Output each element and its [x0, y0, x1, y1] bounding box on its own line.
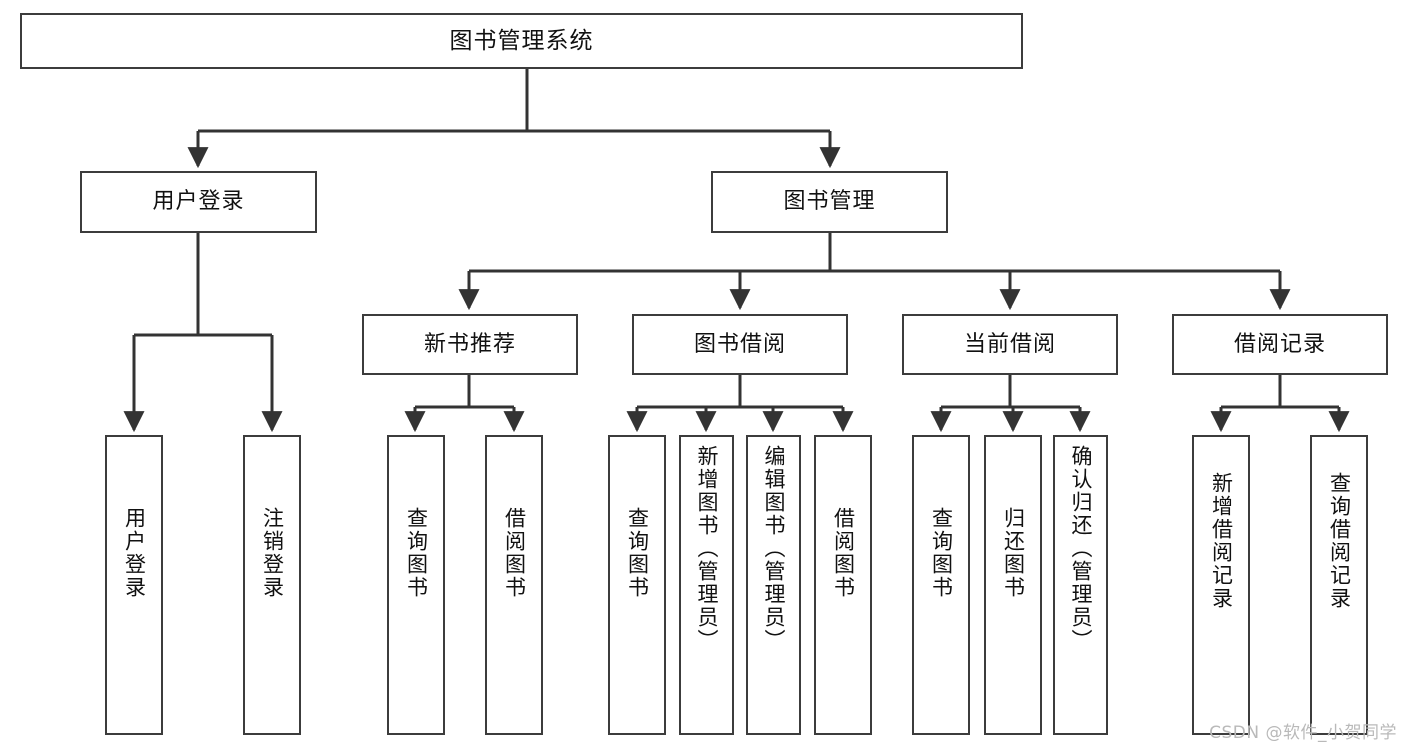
node-leaf-add-book-admin-label: 新增图书（管理员）	[695, 445, 720, 652]
node-user-login[interactable]: 用户登录	[80, 171, 317, 233]
node-leaf-borrow-book-rec[interactable]: 借阅图书	[485, 435, 543, 735]
node-leaf-edit-book-admin[interactable]: 编辑图书（管理员）	[746, 435, 801, 735]
node-leaf-query-book-borrow[interactable]: 查询图书	[608, 435, 666, 735]
node-leaf-query-book-rec-label: 查询图书	[404, 507, 429, 599]
node-leaf-add-book-admin[interactable]: 新增图书（管理员）	[679, 435, 734, 735]
node-leaf-logout[interactable]: 注销登录	[243, 435, 301, 735]
node-leaf-add-borrow-record-label: 新增借阅记录	[1209, 472, 1234, 610]
node-user-login-label: 用户登录	[152, 189, 245, 215]
node-leaf-query-book-borrow-label: 查询图书	[625, 507, 650, 599]
node-leaf-confirm-return-admin[interactable]: 确认归还（管理员）	[1053, 435, 1108, 735]
node-leaf-user-login-label: 用户登录	[122, 507, 147, 599]
node-root[interactable]: 图书管理系统	[20, 13, 1023, 69]
node-current-borrow-label: 当前借阅	[963, 331, 1056, 357]
node-new-book-recommend[interactable]: 新书推荐	[362, 314, 578, 375]
node-new-book-recommend-label: 新书推荐	[423, 331, 516, 357]
node-borrow-record-label: 借阅记录	[1233, 331, 1326, 357]
node-borrow-record[interactable]: 借阅记录	[1172, 314, 1388, 375]
node-leaf-confirm-return-admin-label: 确认归还（管理员）	[1069, 445, 1094, 652]
node-leaf-query-book-cur-label: 查询图书	[929, 507, 954, 599]
node-book-manage[interactable]: 图书管理	[711, 171, 948, 233]
node-leaf-borrow-book-label: 借阅图书	[831, 507, 856, 599]
node-leaf-logout-label: 注销登录	[260, 507, 285, 599]
node-leaf-query-book-rec[interactable]: 查询图书	[387, 435, 445, 735]
node-leaf-return-book-label: 归还图书	[1001, 507, 1026, 599]
node-book-borrow[interactable]: 图书借阅	[632, 314, 848, 375]
node-leaf-add-borrow-record[interactable]: 新增借阅记录	[1192, 435, 1250, 735]
node-root-label: 图书管理系统	[449, 27, 594, 54]
node-leaf-borrow-book[interactable]: 借阅图书	[814, 435, 872, 735]
node-book-manage-label: 图书管理	[783, 189, 876, 215]
node-leaf-return-book[interactable]: 归还图书	[984, 435, 1042, 735]
node-book-borrow-label: 图书借阅	[693, 331, 786, 357]
node-leaf-user-login[interactable]: 用户登录	[105, 435, 163, 735]
node-leaf-edit-book-admin-label: 编辑图书（管理员）	[762, 445, 787, 652]
node-leaf-borrow-book-rec-label: 借阅图书	[502, 507, 527, 599]
watermark-text: CSDN @软件_小贺同学	[1209, 723, 1397, 743]
node-leaf-query-borrow-record[interactable]: 查询借阅记录	[1310, 435, 1368, 735]
node-leaf-query-book-cur[interactable]: 查询图书	[912, 435, 970, 735]
node-leaf-query-borrow-record-label: 查询借阅记录	[1327, 472, 1352, 610]
node-current-borrow[interactable]: 当前借阅	[902, 314, 1118, 375]
